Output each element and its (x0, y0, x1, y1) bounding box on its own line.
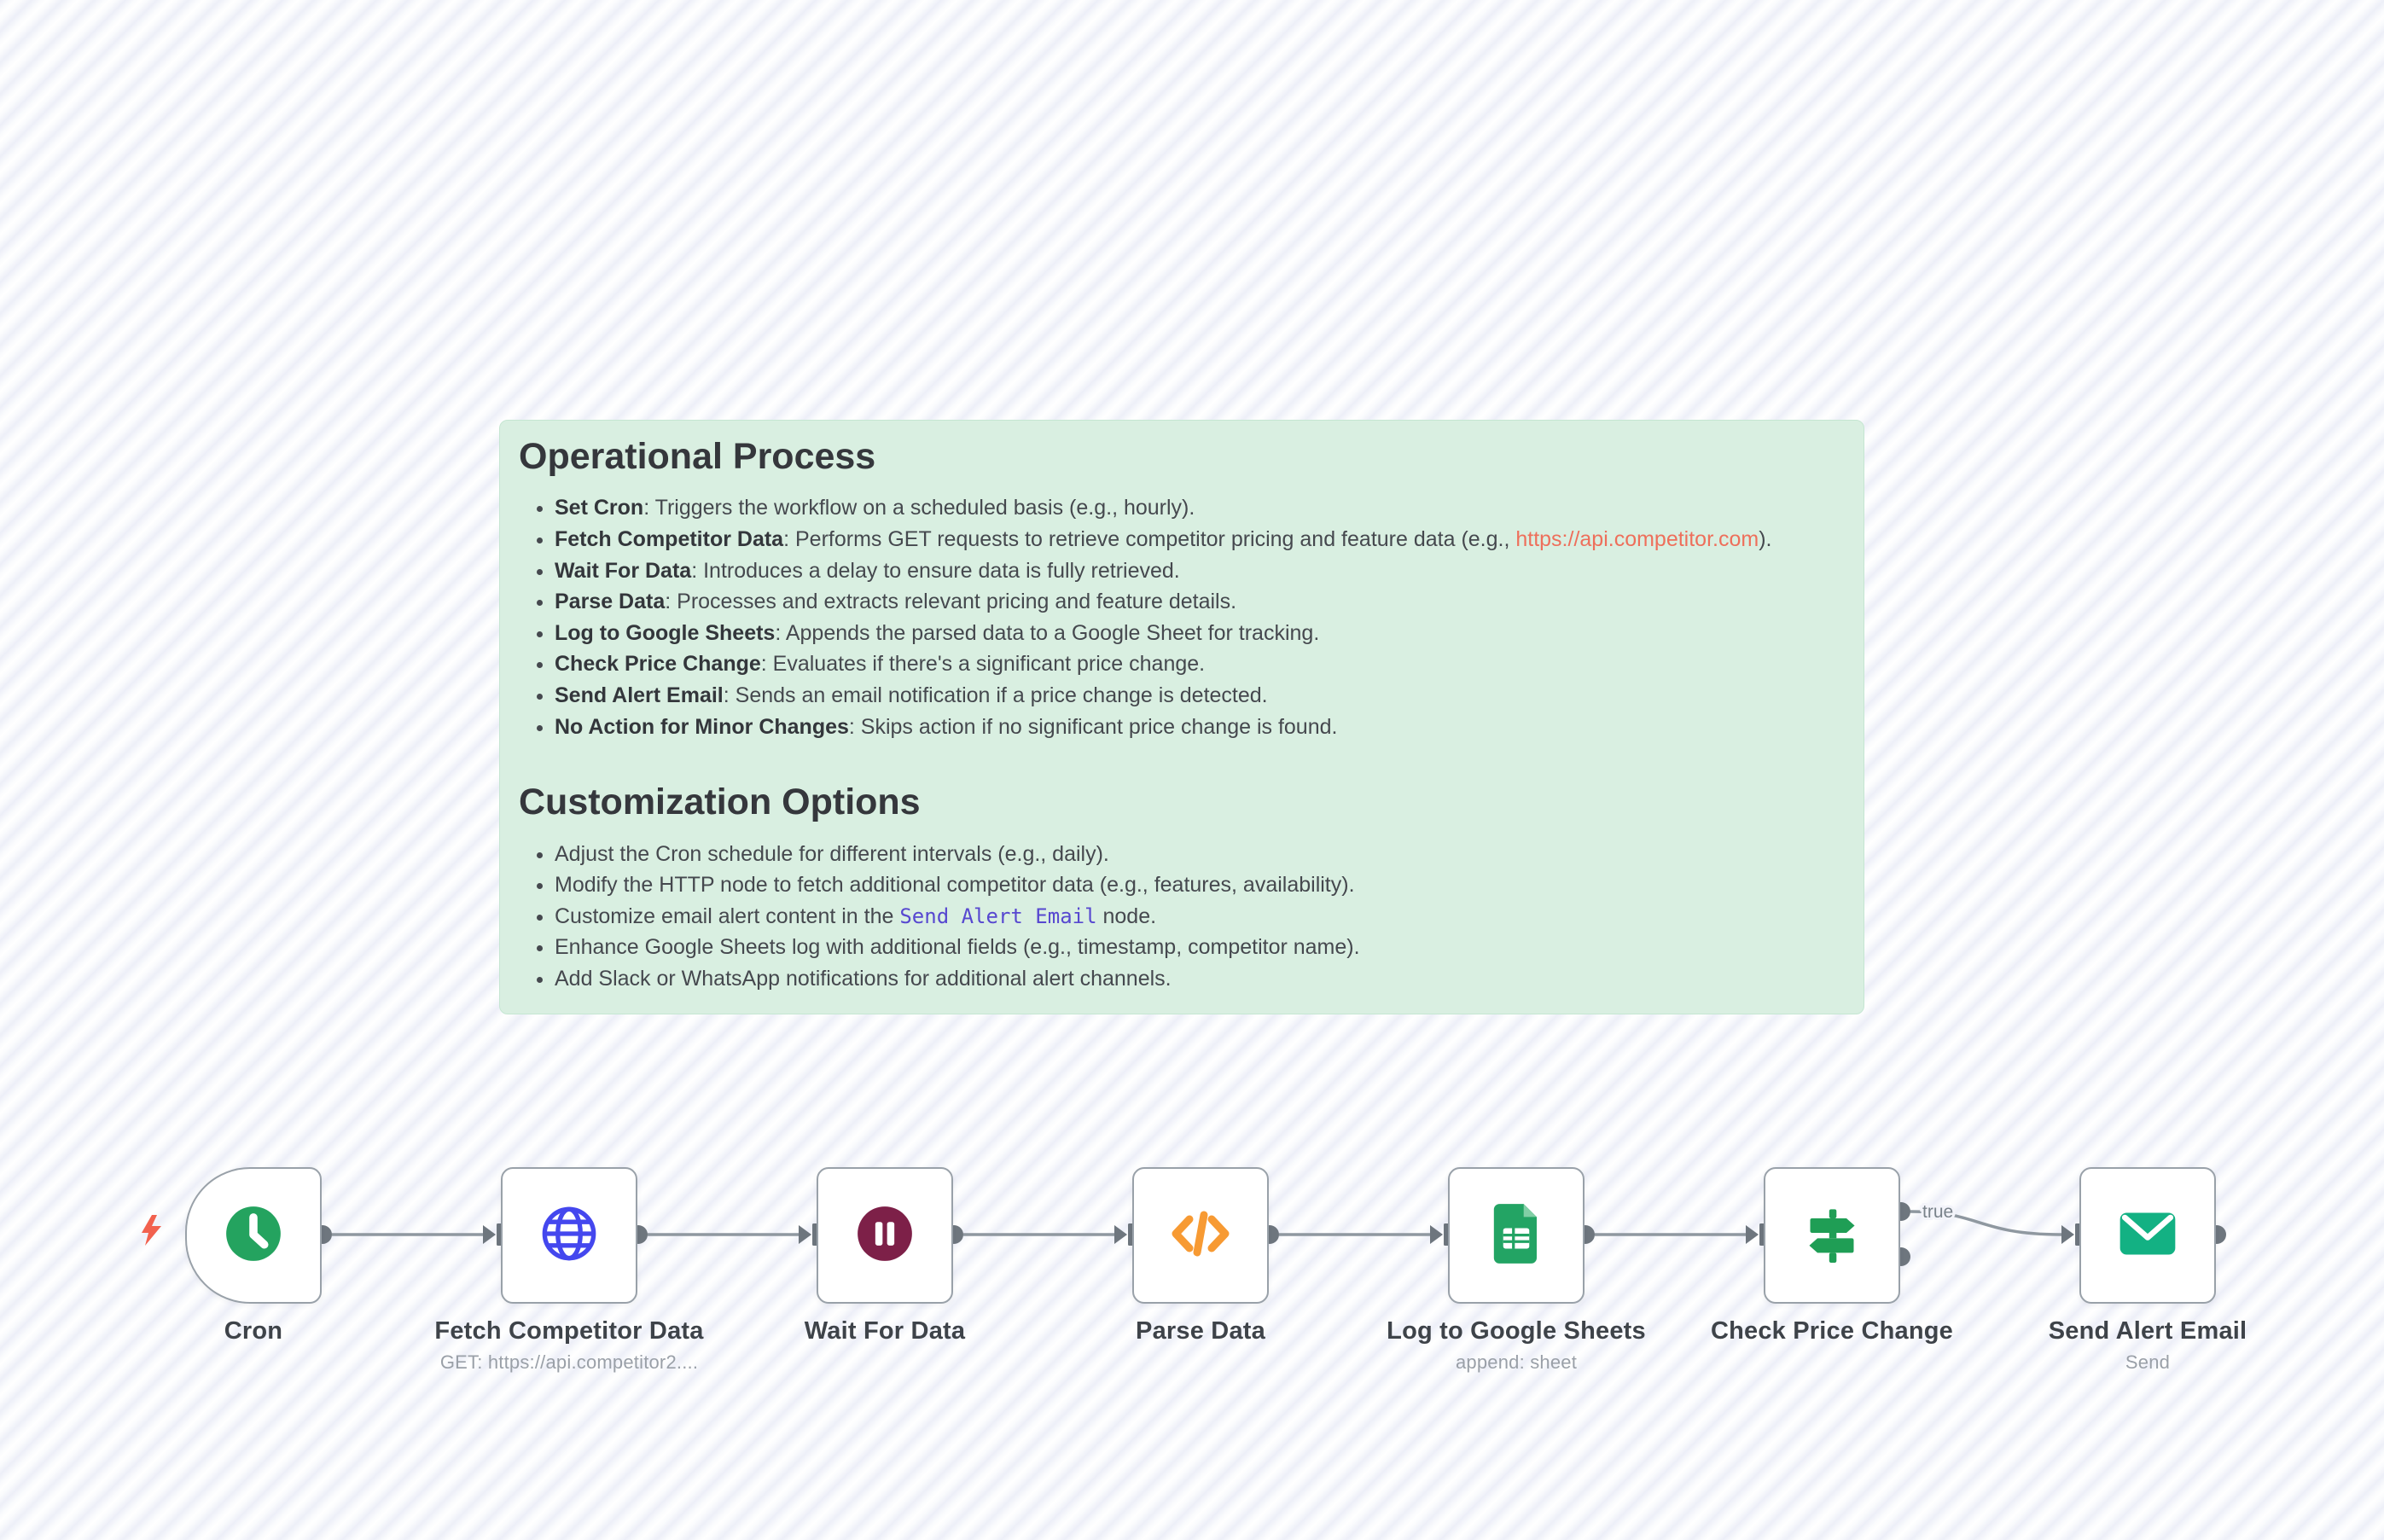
connection-arrowhead (483, 1225, 496, 1244)
bullet-text: Add Slack or WhatsApp notifications for … (555, 967, 1172, 991)
bullet-text: : Processes and extracts relevant pricin… (665, 590, 1237, 614)
note-bullet: Enhance Google Sheets log with additiona… (555, 932, 1840, 963)
node-name: Cron (224, 1317, 283, 1345)
note-bullet: Adjust the Cron schedule for different i… (555, 839, 1840, 870)
bullet-text: ). (1759, 527, 1772, 552)
node-subtitle: append: sheet (1455, 1351, 1578, 1373)
note-bullet: Wait For Data: Introduces a delay to ens… (555, 555, 1840, 587)
signpost-icon (1803, 1205, 1861, 1267)
bullet-text: : Introduces a delay to ensure data is f… (691, 558, 1180, 583)
connection-arrowhead (2061, 1225, 2074, 1244)
note-bullet-list: Set Cron: Triggers the workflow on a sch… (519, 492, 1840, 742)
note-bullet: Fetch Competitor Data: Performs GET requ… (555, 524, 1840, 555)
node-label-check-price-change: Check Price Change (1687, 1317, 1977, 1345)
bullet-bold-label: Log to Google Sheets (555, 620, 776, 645)
note-bullet-list: Adjust the Cron schedule for different i… (519, 839, 1840, 995)
node-card-cron[interactable] (185, 1167, 322, 1304)
bullet-bold-label: Check Price Change (555, 652, 761, 677)
bullet-bold-label: No Action for Minor Changes (555, 714, 849, 739)
bullet-text: Enhance Google Sheets log with additiona… (555, 935, 1360, 960)
bullet-text: Adjust the Cron schedule for different i… (555, 841, 1109, 866)
bullet-bold-label: Set Cron (555, 496, 644, 520)
note-bullet: Log to Google Sheets: Appends the parsed… (555, 618, 1840, 649)
bullet-text: : Performs GET requests to retrieve comp… (783, 527, 1516, 552)
note-bullet: Add Slack or WhatsApp notifications for … (555, 963, 1840, 995)
bullet-bold-label: Parse Data (555, 590, 666, 614)
node-name: Parse Data (1136, 1317, 1265, 1345)
bullet-text: : Evaluates if there's a significant pri… (760, 652, 1206, 677)
node-name: Check Price Change (1710, 1317, 1954, 1345)
bullet-text: node. (1096, 904, 1157, 928)
note-link[interactable]: https://api.competitor.com (1515, 527, 1759, 552)
sticky-note[interactable]: Operational ProcessSet Cron: Triggers th… (499, 420, 1864, 1014)
node-label-wait-for-data: Wait For Data (740, 1317, 1030, 1345)
connection-label-true: true (1922, 1202, 1953, 1222)
node-card-send-alert-email[interactable] (2079, 1167, 2216, 1304)
inline-code: Send Alert Email (899, 904, 1097, 928)
bullet-text: : Triggers the workflow on a scheduled b… (643, 496, 1195, 520)
pause-icon (856, 1205, 914, 1267)
node-label-parse-data: Parse Data (1055, 1317, 1346, 1345)
node-card-wait-for-data[interactable] (817, 1167, 953, 1304)
node-name: Wait For Data (804, 1317, 966, 1345)
note-bullet: Send Alert Email: Sends an email notific… (555, 680, 1840, 712)
node-name: Send Alert Email (2048, 1317, 2247, 1345)
node-card-check-price-change[interactable] (1764, 1167, 1900, 1304)
connection-arrowhead (799, 1225, 811, 1244)
note-bullet: Check Price Change: Evaluates if there's… (555, 648, 1840, 680)
node-name: Fetch Competitor Data (434, 1317, 704, 1345)
bullet-text: : Appends the parsed data to a Google Sh… (775, 620, 1320, 645)
bullet-bold-label: Send Alert Email (555, 683, 724, 708)
node-card-log-to-google-sheets[interactable] (1448, 1167, 1584, 1304)
node-subtitle: GET: https://api.competitor2.... (439, 1351, 699, 1373)
note-section-title: Operational Process (519, 436, 876, 477)
connection-arrowhead (1746, 1225, 1759, 1244)
google-sheets-icon (1491, 1203, 1541, 1269)
node-name: Log to Google Sheets (1387, 1317, 1646, 1345)
note-bullet: No Action for Minor Changes: Skips actio… (555, 712, 1840, 743)
bullet-bold-label: Fetch Competitor Data (555, 527, 784, 552)
globe-icon (540, 1205, 598, 1267)
connection-arrowhead (1430, 1225, 1443, 1244)
bullet-text: : Sends an email notification if a price… (723, 683, 1268, 708)
node-card-parse-data[interactable] (1132, 1167, 1269, 1304)
connection-arrowhead (1114, 1225, 1127, 1244)
note-bullet: Set Cron: Triggers the workflow on a sch… (555, 492, 1840, 524)
connection-true (1910, 1210, 2063, 1236)
bullet-text: Modify the HTTP node to fetch additional… (555, 873, 1355, 898)
node-label-cron: Cron (108, 1317, 398, 1345)
envelope-icon (2117, 1209, 2178, 1263)
note-section-title: Customization Options (519, 782, 921, 823)
clock-icon (224, 1205, 282, 1267)
note-bullet: Parse Data: Processes and extracts relev… (555, 586, 1840, 618)
node-label-log-to-google-sheets: Log to Google Sheets append: sheet (1371, 1317, 1661, 1374)
node-subtitle: Send (2125, 1351, 2171, 1373)
note-bullet: Customize email alert content in the Sen… (555, 901, 1840, 933)
bullet-text: : Skips action if no significant price c… (848, 714, 1338, 739)
node-card-fetch-competitor-data[interactable] (501, 1167, 637, 1304)
lightning-bolt-icon (142, 1215, 161, 1246)
bullet-text: Customize email alert content in the (555, 904, 900, 928)
note-bullet: Modify the HTTP node to fetch additional… (555, 869, 1840, 901)
code-icon (1169, 1206, 1232, 1265)
bullet-bold-label: Wait For Data (555, 558, 692, 583)
